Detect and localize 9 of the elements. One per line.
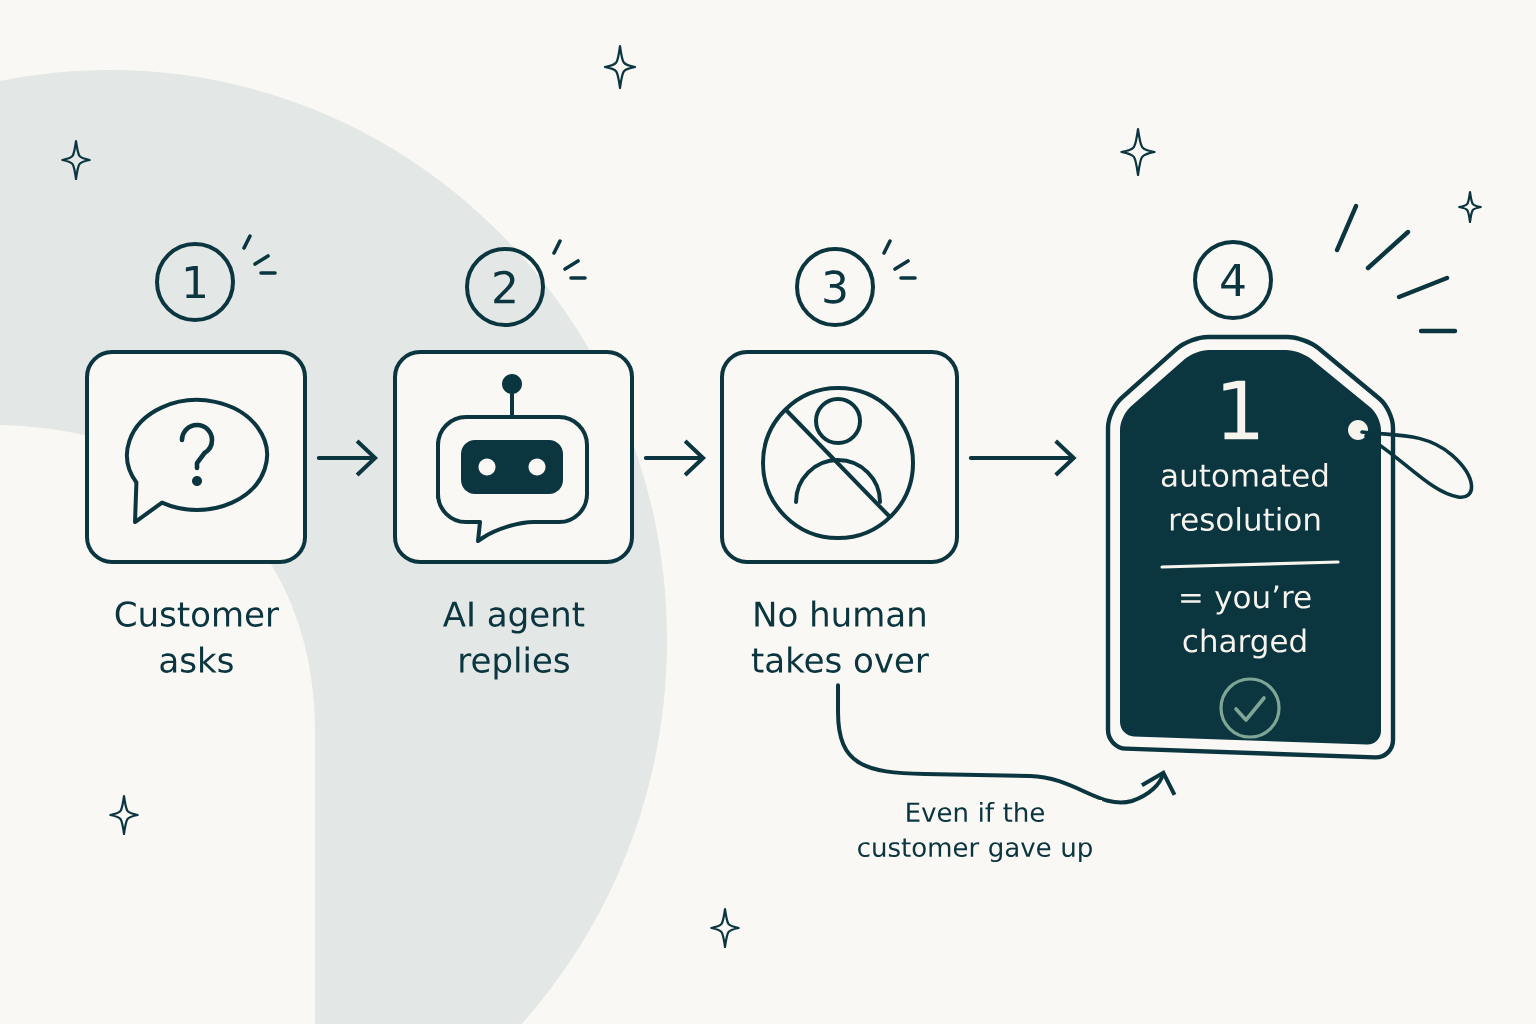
step-box: No human takes over xyxy=(720,350,959,673)
step-box: Customer asks xyxy=(85,350,307,673)
price-tag xyxy=(1105,334,1474,760)
curved-arrow xyxy=(836,683,1177,805)
arrow xyxy=(968,439,1077,477)
edge-label: Even if the customer gave up xyxy=(848,799,1102,865)
tag-text: = you’re charged xyxy=(1181,585,1311,659)
big-number: 1 xyxy=(1223,380,1259,440)
tag-text: automated resolution xyxy=(1161,463,1328,531)
